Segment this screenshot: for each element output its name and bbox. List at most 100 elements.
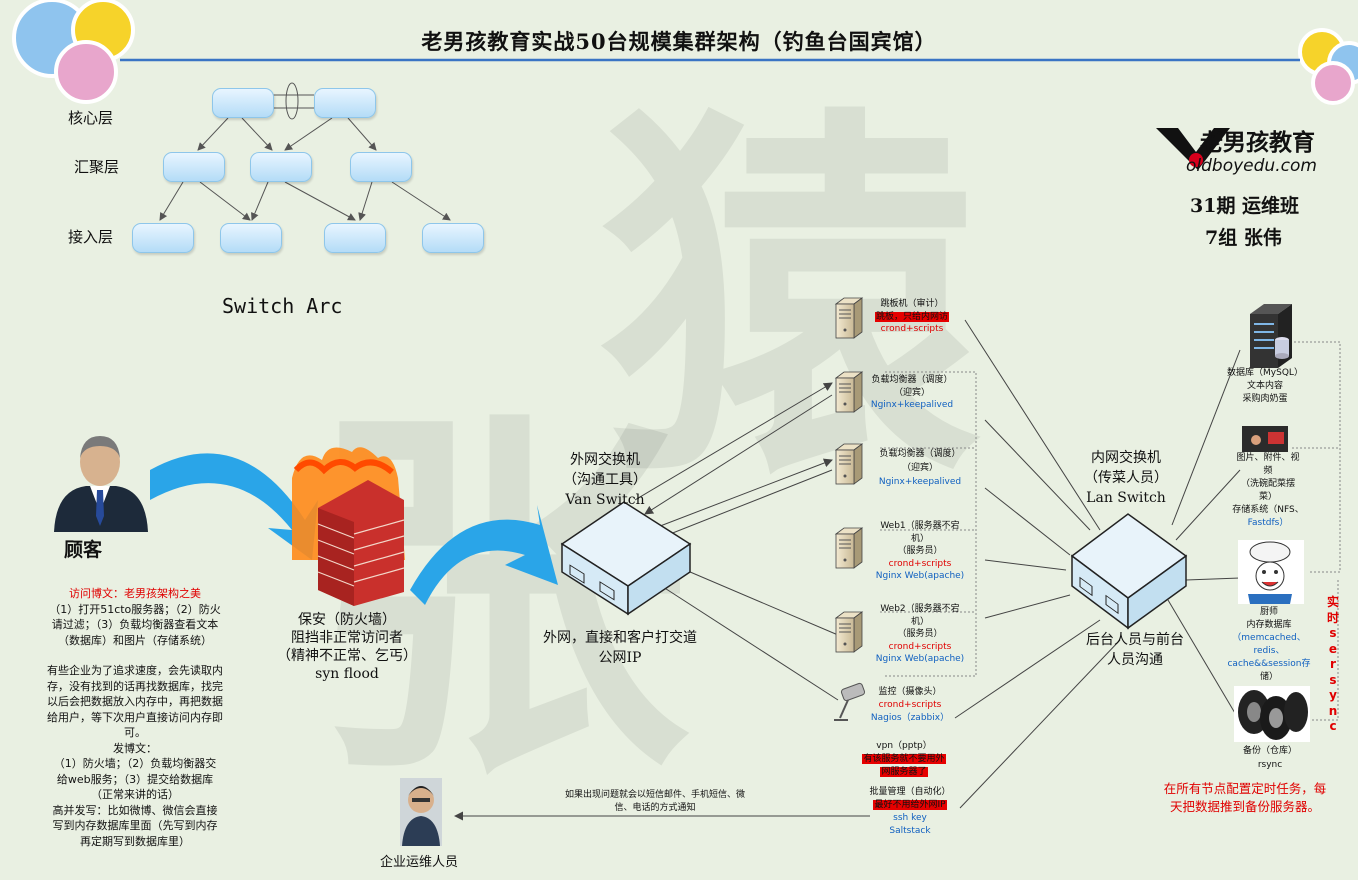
database-icon (1250, 304, 1292, 368)
cron-note: 在所有节点配置定时任务，每 天把数据推到备份服务器。 (1140, 780, 1350, 816)
backup-line: rsync (1257, 760, 1283, 770)
ops-notify-line: 如果出现问题就会以短信邮件、手机短信、微 (564, 790, 745, 800)
lan-switch-line: Lan Switch (1086, 490, 1166, 506)
customer-note-line: 可。 (124, 726, 146, 739)
agg-node-2 (250, 152, 312, 182)
vpn-line: 网服务器了 (846, 766, 962, 779)
customer-note-line: 请过滤；（3）负载均衡器查看文本 (51, 618, 219, 631)
storage-line: 菜） (1258, 492, 1277, 502)
arrow-customer-to-firewall (150, 453, 318, 560)
page-title: 老男孩教育实战50台规模集群架构（钓鱼台国宾馆） (421, 29, 937, 54)
server-web2-line: （服务员） (897, 629, 943, 639)
lan-switch-icon (1070, 513, 1188, 630)
wan-switch-line: Van Switch (565, 492, 645, 508)
backup-line: 备份（仓库） (1242, 746, 1297, 756)
realtime-sync-char: e (1328, 641, 1338, 656)
server-monitor-line: Nagios（zabbix） (870, 713, 950, 723)
access-node-3 (324, 223, 386, 253)
agg-node-1 (163, 152, 225, 182)
server-web1-line: Web1（服务器不宕 (880, 521, 960, 531)
class-info-line2: 7组 张伟 (1205, 227, 1282, 249)
decor-circle-pink (54, 40, 118, 104)
server-lb1-line: （迎宾） (893, 387, 930, 398)
wan-switch-desc: 外网，直接和客户打交道 公网IP (515, 628, 725, 668)
wan-switch-icon (560, 501, 692, 616)
core-node-2 (314, 88, 376, 118)
storage-line: （洗碗配菜摆 (1240, 479, 1295, 489)
cache-line: （memcached、 (1232, 633, 1306, 643)
server-jump-highlight: 跳板，只给内网访 (874, 311, 949, 322)
server-lb2-text: 负载均衡器（调度） （迎宾） Nginx+keepalived (862, 447, 978, 489)
customer-note-line: 写到内存数据库里面（先写到内存 (52, 819, 218, 832)
vpn-text: vpn（pptp） 有该服务就不要用外 网服务器了 (846, 740, 962, 779)
realtime-sync-char: 实 (1326, 595, 1339, 609)
server-lb2-line: 负载均衡器（调度） (879, 449, 961, 459)
realtime-sync-char: s (1329, 626, 1337, 640)
db-line: 采购肉奶蛋 (1242, 394, 1288, 404)
db-line: 数据库（MySQL） (1227, 368, 1303, 378)
server-monitor-line: 监控（摄像头） (878, 687, 942, 697)
customer-note-line: 高并发写：比如微博、微信会直接 (52, 803, 218, 817)
vpn-highlight: 有该服务就不要用外 (862, 754, 946, 764)
customer-note-line: 再定期写到数据库里） (80, 834, 190, 848)
customer-note-line: 给用户，等下次用户直接访问内存即 (47, 710, 223, 724)
server-jump-line: crond+scripts (880, 324, 944, 334)
server-web1-line: crond+scripts (888, 558, 952, 569)
firewall-text: 保安（防火墙） 阻挡非正常访问者 （精神不正常、乞丐） syn flood (252, 611, 442, 683)
storage-line: 存储系统（NFS、 (1232, 505, 1304, 515)
layer-core-label: 核心层 (68, 109, 114, 127)
storage-line: 频 (1263, 466, 1273, 476)
cache-line: 内存数据库 (1246, 620, 1292, 630)
lan-switch-line: （传菜人员） (1084, 470, 1168, 486)
server-web1-line: （服务员） (897, 546, 943, 556)
access-node-4 (422, 223, 484, 253)
customer-note-line: 给web服务；（3）提交给数据库 (56, 772, 214, 786)
layer-access-label: 接入层 (68, 228, 114, 246)
server-lb1-line: 负载均衡器（调度） (871, 375, 953, 385)
customer-note-line: 以后会把数据放入内存中，再把数据 (47, 695, 223, 708)
vpn-line: vpn（pptp） (876, 741, 932, 751)
batch-highlight: 最好不用给外网IP (873, 800, 947, 810)
layer-agg-label: 汇聚层 (74, 158, 120, 176)
storage-text: 图片、附件、视 频 （洗碗配菜摆 菜） 存储系统（NFS、 Fastdfs） (1218, 452, 1318, 530)
server-web1-line: 机） (910, 533, 929, 544)
db-text: 数据库（MySQL） 文本内容 采购肉奶蛋 (1210, 367, 1320, 406)
agg-node-3 (350, 152, 412, 182)
realtime-sync-char: 时 (1326, 610, 1339, 625)
customer-note-title: 访问博文：老男孩架构之美 (69, 587, 201, 600)
backup-text: 备份（仓库） rsync (1220, 744, 1320, 772)
server-jump-text: 跳板机（审计） 跳板，只给内网访 crond+scripts (854, 298, 970, 336)
server-web2-line: Nginx Web(apache) (875, 654, 965, 664)
ops-person-icon (400, 778, 442, 846)
logo-site: oldboyedu.com (1186, 156, 1317, 176)
lan-desc-line: 人员沟通 (1107, 652, 1163, 668)
lan-switch-text: 内网交换机 （传菜人员） Lan Switch (1066, 448, 1186, 508)
customer-note-line: （正常来讲的话） (91, 788, 179, 801)
cron-note-line: 在所有节点配置定时任务，每 (1163, 781, 1327, 796)
backup-tires-icon (1234, 686, 1310, 742)
cache-text: 厨师 内存数据库 （memcached、 redis、 cache&&sessi… (1214, 606, 1324, 684)
lan-desc-line: 后台人员与前台 (1086, 632, 1184, 648)
realtime-sync-char: c (1329, 719, 1337, 733)
ops-notify-line: 信、电话的方式通知 (614, 803, 696, 813)
server-lb1-text: 负载均衡器（调度） （迎宾） Nginx+keepalived (854, 374, 970, 412)
cache-line: redis、 (1253, 646, 1285, 656)
wan-desc-line: 公网IP (598, 650, 642, 666)
server-lb1-line: Nginx+keepalived (870, 400, 954, 410)
realtime-sync-char: r (1330, 657, 1336, 671)
server-lb2-line: （迎宾） (901, 463, 938, 473)
class-info-line1: 31期 运维班 (1190, 195, 1300, 217)
cache-line: 厨师 (1259, 607, 1278, 617)
chef-icon (1238, 540, 1304, 604)
server-icon-web1 (835, 527, 863, 569)
vpn-line: 有该服务就不要用外 (846, 753, 962, 766)
customer-note-line: 存，没有找到的话再找数据库，找完 (47, 679, 223, 693)
firewall-icon (292, 447, 405, 606)
cron-note-line: 天把数据推到备份服务器。 (1169, 799, 1320, 814)
server-monitor-line: crond+scripts (878, 700, 942, 710)
vpn-highlight: 网服务器了 (880, 767, 928, 777)
